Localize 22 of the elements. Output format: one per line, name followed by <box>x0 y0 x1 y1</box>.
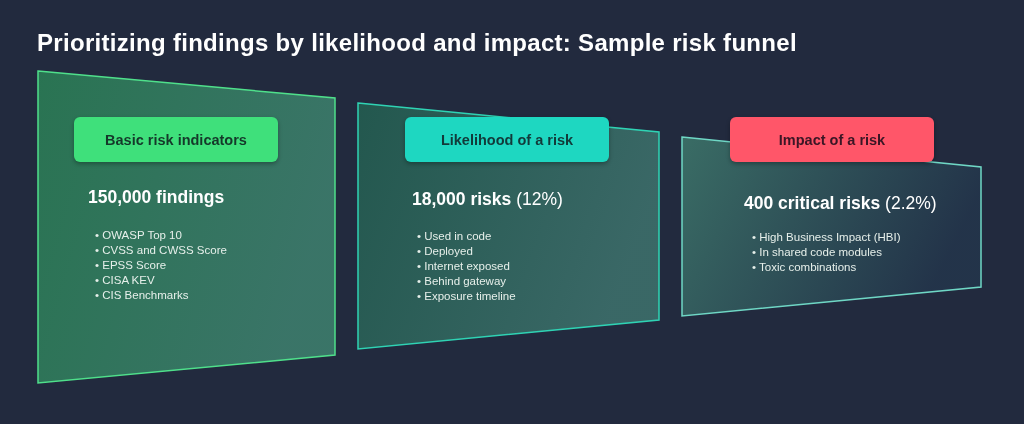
stage-label: Likelihood of a risk <box>405 117 609 162</box>
bullet-list-item: • Used in code <box>417 229 493 244</box>
bullet-list-item: • High Business Impact (HBI) <box>752 230 901 245</box>
stage-label: Impact of a risk <box>730 117 934 162</box>
stage-count-heading: 400 critical risks (2.2%) <box>744 193 937 213</box>
bullet-list-item: • CISA KEV <box>95 273 156 288</box>
bullet-list-item: • Toxic combinations <box>752 260 858 275</box>
stage-label: Basic risk indicators <box>74 117 278 162</box>
diagram-title: Prioritizing findings by likelihood and impact: Sample risk funnel <box>37 29 797 57</box>
bullet-list-item: • OWASP Top 10 <box>95 228 183 243</box>
bullet-list-item: • CVSS and CWSS Score <box>95 243 227 258</box>
bullet-list-item: • EPSS Score <box>95 258 168 273</box>
bullet-list-item: • Deployed <box>417 244 474 259</box>
bullet-list-item: • Behind gateway <box>417 274 508 289</box>
bullet-list-item: • Internet exposed <box>417 259 511 274</box>
bullet-list-item: • Exposure timeline <box>417 289 516 304</box>
bullet-list-item: • CIS Benchmarks <box>95 288 190 303</box>
stage-count-heading: 150,000 findings <box>88 187 225 207</box>
stage-count-heading: 18,000 risks (12%) <box>412 189 563 209</box>
funnel-stage-panel <box>37 70 336 384</box>
funnel-stage-panel <box>357 102 660 350</box>
bullet-list-item: • In shared code modules <box>752 245 883 260</box>
